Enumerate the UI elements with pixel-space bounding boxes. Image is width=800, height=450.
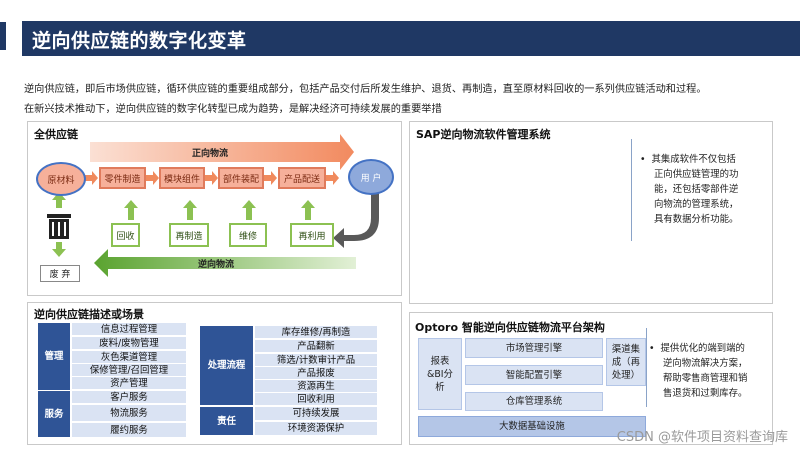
optoro-bullet-line-1: • 提供优化的端到端的 <box>649 343 745 354</box>
optoro-bullet-line-2: 逆向物流解决方案， <box>663 358 748 369</box>
bin-up-arrow <box>52 192 66 208</box>
scenario-item: 物流服务 <box>72 405 186 421</box>
sap-title: SAP逆向物流软件管理系统 <box>416 128 551 141</box>
reverse-logistics-label: 逆向物流 <box>198 260 235 270</box>
scenarios-title: 逆向供应链描述或场景 <box>34 308 144 321</box>
arch-market-engine: 市场管理引擎 <box>465 338 603 358</box>
fwd-arrow-4 <box>264 171 277 185</box>
header-accent-bar <box>0 22 6 50</box>
header-title-bar <box>22 21 800 56</box>
arch-channel-integration: 渠道集 成（再 处理） <box>606 338 646 386</box>
forward-step-1: 零件制造 <box>99 167 146 189</box>
forward-step-4: 产品配送 <box>278 167 326 189</box>
page-title: 逆向供应链的数字化变革 <box>32 30 247 52</box>
forward-step-3: 部件装配 <box>218 167 264 189</box>
reverse-step-3: 维修 <box>229 223 267 247</box>
category-process: 处理流程 <box>200 326 253 405</box>
forward-logistics-arrow <box>90 134 354 170</box>
arch-warehouse-system: 仓库管理系统 <box>465 392 603 411</box>
fwd-arrow-5 <box>326 171 339 185</box>
page-header: 逆向供应链的数字化变革 <box>0 0 800 73</box>
up-arrow-3 <box>242 200 256 220</box>
scenario-item: 保修管理/召回管理 <box>72 364 186 376</box>
sap-divider <box>631 139 632 241</box>
scenario-item: 环境资源保护 <box>255 422 377 435</box>
scenario-item: 资产管理 <box>72 377 186 389</box>
fwd-arrow-3 <box>205 171 218 185</box>
forward-step-2: 模块组件 <box>159 167 205 189</box>
user-node: 用 户 <box>348 159 394 195</box>
scenario-item: 信息过程管理 <box>72 323 186 335</box>
optoro-bullet: • 提供优化的端到端的 逆向物流解决方案， 帮助零售商管理和销 售退货和过剩库存… <box>649 341 747 401</box>
sap-bullet-line-3: 能，还包括零部件逆 <box>654 184 739 195</box>
return-curve-arrow <box>333 192 379 248</box>
sap-bullet-line-1: • 其集成软件不仅包括 <box>640 154 736 165</box>
scenario-item: 筛选/计数审计产品 <box>255 354 377 366</box>
up-arrow-2 <box>183 200 197 220</box>
supply-chain-panel: 全供应链 <box>27 121 402 296</box>
reverse-step-4: 再利用 <box>290 223 334 247</box>
category-service: 服务 <box>38 391 70 437</box>
scenario-item: 灰色渠道管理 <box>72 351 186 363</box>
sap-bullet-line-4: 向物流的管理系统， <box>654 199 739 210</box>
scenario-item: 废料/废物管理 <box>72 337 186 349</box>
scenario-item: 可持续发展 <box>255 407 377 420</box>
scenario-item: 产品翻新 <box>255 340 377 352</box>
intro-text: 逆向供应链，即后市场供应链，循环供应链的重要组成部分，包括产品交付后所发生维护、… <box>24 80 794 120</box>
sap-panel: SAP逆向物流软件管理系统 • 其集成软件不仅包括 正向供应链管理的功 能，还包… <box>409 121 773 304</box>
reverse-logistics-arrow <box>94 249 356 277</box>
scenario-item: 履约服务 <box>72 423 186 437</box>
sap-bullet-line-2: 正向供应链管理的功 <box>654 169 739 180</box>
intro-line-2: 在新兴技术推动下，逆向供应链的数字化转型已成为趋势，是解决经济可持续发展的重要举… <box>24 104 442 115</box>
arch-report-bi: 报表 &BI分 析 <box>418 338 462 410</box>
up-arrow-1 <box>124 200 138 220</box>
arch-big-data-infra: 大数据基础设施 <box>418 416 646 437</box>
trash-bin-icon <box>47 214 71 239</box>
supply-chain-title: 全供应链 <box>34 128 78 141</box>
scenario-item: 库存维修/再制造 <box>255 326 377 338</box>
optoro-title: Optoro 智能逆向供应链物流平台架构 <box>415 321 605 334</box>
scenarios-panel: 逆向供应链描述或场景 管理 信息过程管理 废料/废物管理 灰色渠道管理 保修管理… <box>27 302 402 445</box>
scenario-item: 产品报废 <box>255 367 377 379</box>
reverse-step-1: 回收 <box>111 223 140 247</box>
optoro-bullet-line-3: 帮助零售商管理和销 <box>663 373 748 384</box>
sap-bullet-line-5: 具有数据分析功能。 <box>654 214 739 225</box>
fwd-arrow-1 <box>85 171 98 185</box>
waste-node: 废 弃 <box>40 265 80 282</box>
category-responsibility: 责任 <box>200 407 253 435</box>
optoro-divider <box>646 328 647 407</box>
arch-smart-config-engine: 智能配置引擎 <box>465 365 603 385</box>
raw-material-node: 原材料 <box>36 162 86 196</box>
forward-logistics-label: 正向物流 <box>192 149 229 159</box>
watermark-text: CSDN @软件项目资料查询库 <box>616 430 788 445</box>
intro-line-1: 逆向供应链，即后市场供应链，循环供应链的重要组成部分，包括产品交付后所发生维护、… <box>24 84 707 95</box>
up-arrow-4 <box>301 200 315 220</box>
scenario-item: 资源再生 <box>255 380 377 392</box>
sap-bullet: • 其集成软件不仅包括 正向供应链管理的功 能，还包括零部件逆 向物流的管理系统… <box>640 152 738 227</box>
optoro-bullet-line-4: 售退货和过剩库存。 <box>663 388 748 399</box>
scenario-item: 回收利用 <box>255 393 377 405</box>
reverse-step-2: 再制造 <box>169 223 209 247</box>
bin-down-arrow <box>52 242 66 257</box>
scenario-item: 客户服务 <box>72 391 186 403</box>
optoro-panel: Optoro 智能逆向供应链物流平台架构 报表 &BI分 析 市场管理引擎 智能… <box>409 312 773 445</box>
fwd-arrow-2 <box>146 171 159 185</box>
category-management: 管理 <box>38 323 70 390</box>
